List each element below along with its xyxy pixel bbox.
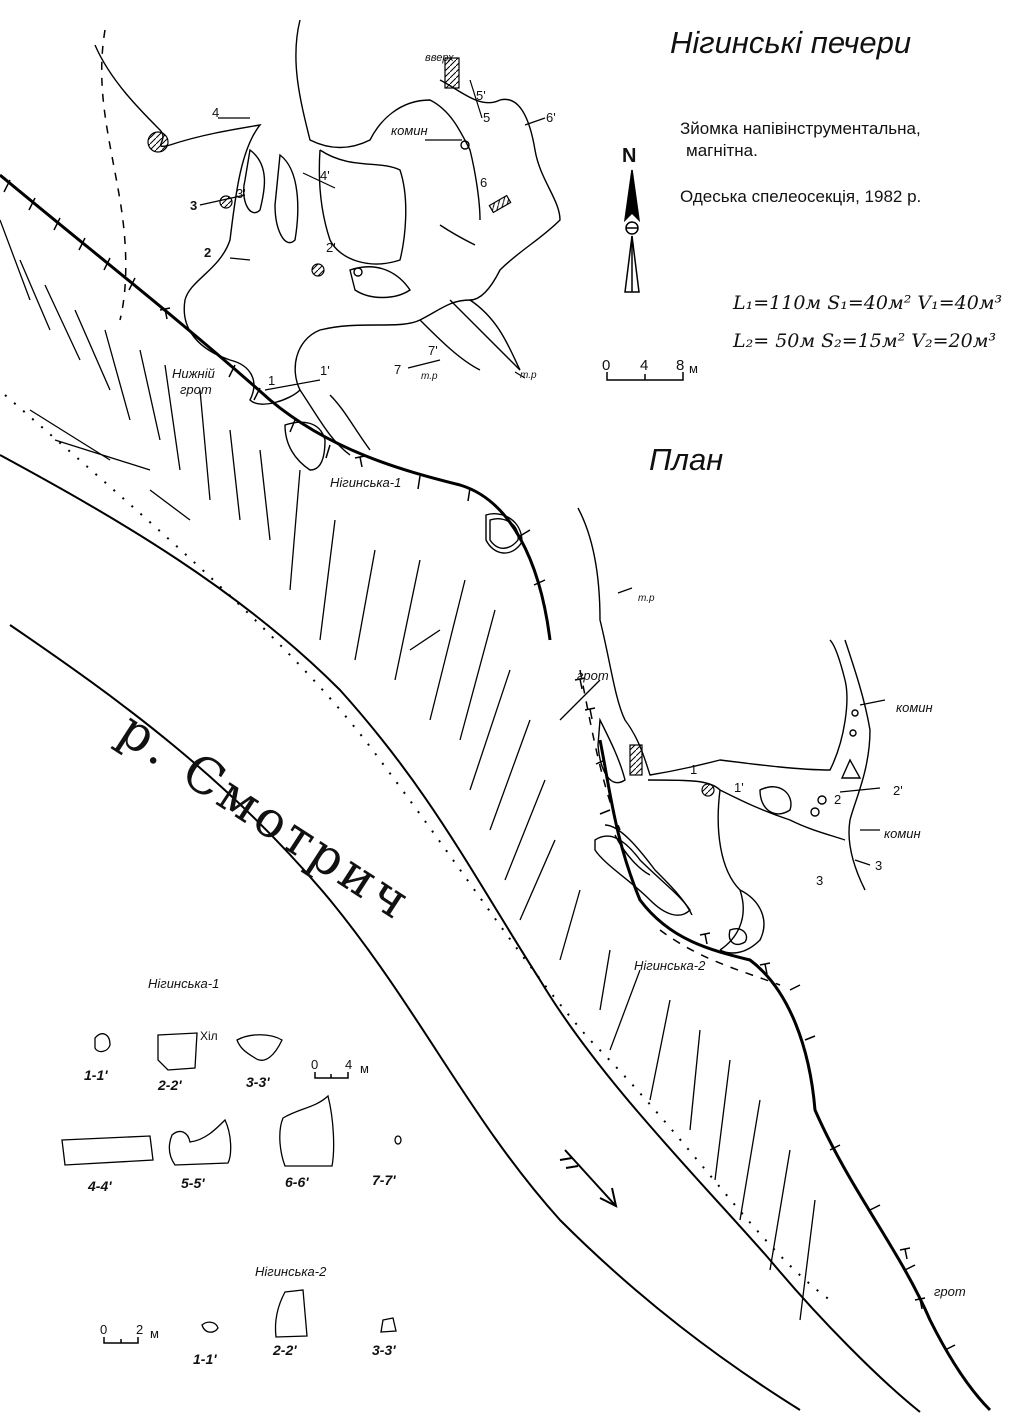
cut-5p: 5': [476, 88, 486, 103]
cave1-scale-tick-4: 4: [345, 1057, 353, 1072]
stats-row-1: L₁=110м S₁=40м² V₁=40м³: [733, 292, 1003, 314]
section2-label-3-3: 3-3': [372, 1342, 396, 1358]
river-smotrych: [0, 454, 921, 1413]
cave2-cut-2: 2: [834, 792, 842, 807]
label-chimney-right-1: комин: [896, 700, 933, 715]
cave2-hatched-blobs: [629, 744, 715, 797]
cave2-cut-1p: 1': [734, 780, 744, 795]
map-title: Нігинські печери: [670, 25, 912, 60]
scale-unit: м: [689, 361, 698, 376]
cave1-section-scale-bar: [314, 1072, 349, 1079]
section2-label-2-2: 2-2': [273, 1342, 297, 1358]
stats-row-2: L₂= 50м S₂=15м² V₂=20м³: [733, 330, 997, 352]
cut-6: 6: [480, 175, 488, 190]
north-arrow: [623, 169, 641, 293]
river-right-bank: [0, 454, 921, 1413]
cut-7p: 7': [428, 343, 438, 358]
cut-2: 2: [204, 245, 212, 260]
label-lower-grotto-1: Нижній: [172, 366, 215, 381]
label-chimney-right-2: комин: [884, 826, 921, 841]
cave2-scale-tick-0: 0: [100, 1322, 108, 1337]
cave2-cut-3p: 3: [875, 858, 883, 873]
label-tr-top: т.р: [520, 370, 537, 381]
sections-cave1-title: Нігинська-1: [148, 976, 220, 991]
section2-label-1-1: 1-1': [193, 1351, 217, 1367]
north-label: N: [622, 145, 637, 167]
cave2-section-scale-bar: [103, 1337, 139, 1344]
plan-label: План: [649, 442, 724, 477]
section-shape-5: [168, 1118, 232, 1166]
section-label-1-1: 1-1': [84, 1067, 108, 1083]
section-label-6-6: 6-6': [285, 1174, 309, 1190]
sections-cave2-title: Нігинська-2: [255, 1264, 327, 1279]
cave2-cut-3: 3: [816, 873, 824, 888]
cave2-cut-2p: 2': [893, 783, 903, 798]
cut-5: 5: [483, 110, 491, 125]
cliff-ticks: [3, 179, 956, 1351]
cave2-section-shapes: [201, 1289, 397, 1338]
cave2-scale-unit: м: [150, 1326, 159, 1341]
cave2-cut-1: 1: [690, 762, 698, 777]
section-label-5-5: 5-5': [181, 1175, 205, 1191]
section2-shape-3: [380, 1317, 397, 1333]
dotted-trail: [4, 394, 831, 1301]
scale-tick-8: 8: [676, 357, 685, 374]
main-scale-bar: [606, 372, 684, 381]
section-shape-2: [157, 1032, 198, 1071]
slope-hachures: [0, 219, 816, 1321]
cut-4p: 4': [320, 168, 330, 183]
cut-1p: 1': [320, 363, 330, 378]
section2-shape-1: [201, 1321, 219, 1333]
cut-2p: 2': [326, 240, 336, 255]
cave1-hatched-blobs: [147, 57, 512, 277]
river-left-bank: [9, 624, 801, 1411]
cut-7: 7: [394, 362, 402, 377]
scale-tick-4: 4: [640, 357, 649, 374]
river-flow-arrow: [559, 1149, 618, 1208]
label-chimney-top: комин: [391, 123, 428, 138]
label-up: вверх: [425, 52, 454, 64]
section-shape-4: [61, 1135, 154, 1166]
cliff-edges: [0, 173, 992, 1412]
footpath-dashed: [100, 29, 781, 986]
label-lower-grotto-2: грот: [180, 382, 212, 397]
cut-4: 4: [212, 105, 220, 120]
section-label-4-4: 4-4': [88, 1178, 112, 1194]
cut-1: 1: [268, 373, 276, 388]
section2-shape-2: [274, 1289, 308, 1338]
survey-note-line2: магнітна.: [686, 141, 758, 160]
cave2-cut-lines: [617, 587, 886, 866]
survey-note-line1: Зйомка напівінструментальна,: [680, 119, 921, 138]
cave1-scale-unit: м: [360, 1061, 369, 1076]
cave2-scale-tick-2: 2: [136, 1322, 144, 1337]
section-shape-7: [394, 1135, 402, 1145]
section-label-2-2: 2-2': [158, 1077, 182, 1093]
cave1-scale-tick-0: 0: [311, 1057, 319, 1072]
cave1-section-shapes: [61, 1032, 402, 1167]
section-label-7-7: 7-7': [372, 1172, 396, 1188]
cut-3p: 3': [236, 186, 246, 201]
label-grotto-mid: грот: [577, 668, 609, 683]
label-cave1: Нігинська-1: [330, 475, 402, 490]
label-tr-mid: т.р: [638, 593, 655, 604]
scale-tick-0: 0: [602, 357, 611, 374]
section-shape-1: [94, 1033, 111, 1053]
trail-markers: [159, 307, 926, 1310]
label-cave2: Нігинська-2: [634, 958, 706, 973]
cave1-plan: [94, 19, 561, 554]
section-label-3-3: 3-3': [246, 1074, 270, 1090]
cave1-cut-lines: [199, 79, 546, 391]
cut-6p: 6': [546, 110, 556, 125]
cave2-plan: [577, 507, 871, 954]
label-tr-left: т.р: [421, 371, 438, 382]
section-hil-label: Хіл: [200, 1029, 218, 1043]
label-grotto-bottom: грот: [934, 1284, 966, 1299]
section-shape-3: [236, 1034, 283, 1061]
cut-3: 3: [190, 198, 198, 213]
survey-note-line3: Одеська спелеосекція, 1982 р.: [680, 187, 922, 206]
section-shape-6: [279, 1094, 335, 1167]
